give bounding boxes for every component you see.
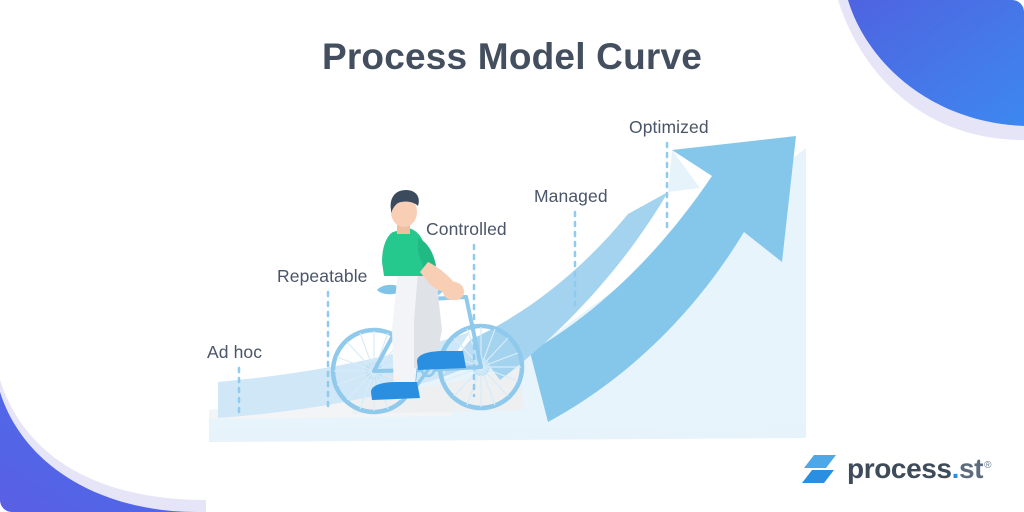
stage-label-managed: Managed — [534, 186, 608, 206]
rider-leg-front — [392, 270, 420, 395]
cyclist-figure — [371, 190, 466, 400]
brand-name-tld: st — [958, 453, 984, 484]
base-platform — [209, 148, 806, 442]
arrow-band — [470, 192, 668, 380]
stage-label-controlled: Controlled — [426, 219, 507, 239]
stage-label-ad-hoc: Ad hoc — [207, 342, 263, 362]
brand-name-main: process — [847, 453, 952, 484]
rider-shoe-back — [417, 351, 466, 370]
brand-name-dot: . — [951, 453, 960, 484]
rider-shoe-front — [371, 382, 420, 400]
bicycle-seat — [377, 284, 402, 295]
rider-shirt — [382, 228, 426, 276]
page-title: Process Model Curve — [321, 36, 703, 77]
area-under-curve — [209, 148, 806, 430]
arrow-notch — [668, 150, 700, 192]
arrow-head-body — [530, 136, 796, 422]
stage-guide-lines — [237, 141, 669, 417]
rider-hand — [442, 281, 464, 301]
brand-logo-text: process.st® — [847, 453, 991, 485]
process-st-logo-icon — [802, 455, 836, 483]
brand-logo[interactable]: process.st® — [802, 449, 991, 489]
rider-hair — [390, 190, 419, 213]
rider-head — [391, 197, 417, 227]
registered-mark: ® — [984, 459, 992, 471]
rider-leg-back — [414, 272, 442, 370]
stage-label-optimized: Optimized — [629, 117, 709, 137]
stage-label-repeatable: Repeatable — [277, 266, 368, 286]
